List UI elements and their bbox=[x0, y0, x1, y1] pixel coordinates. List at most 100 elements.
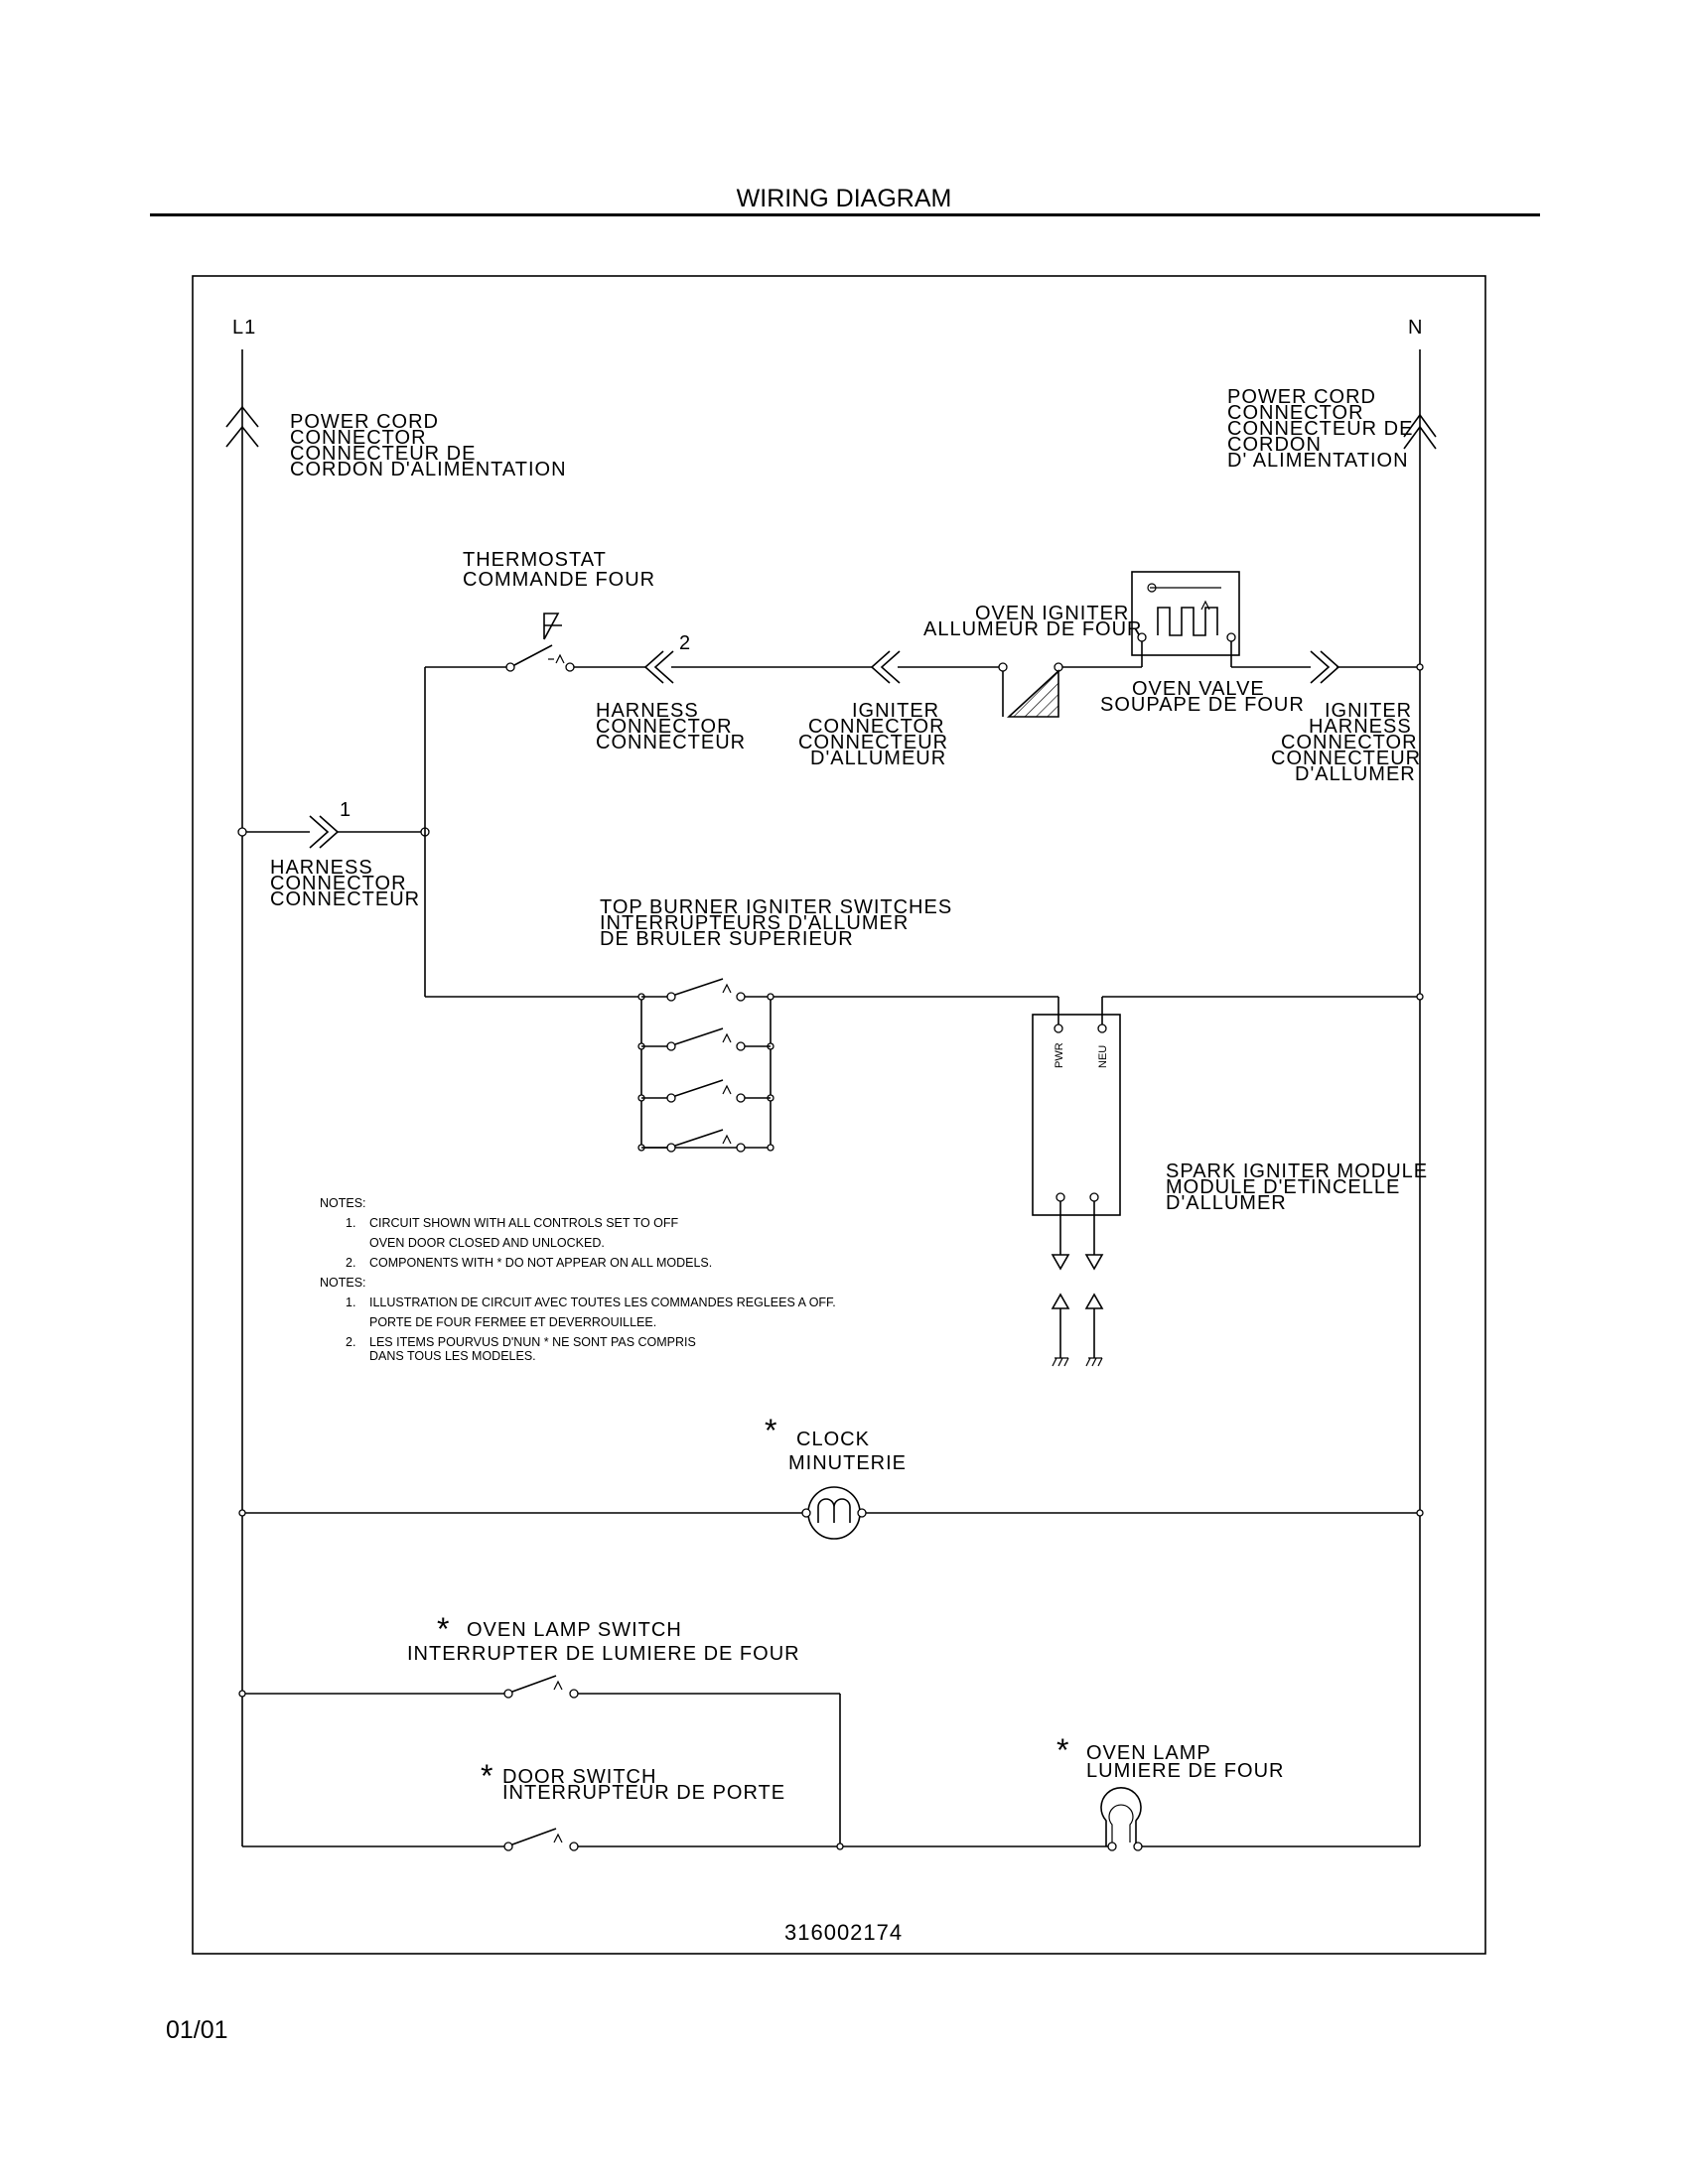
svg-text:CLOCK: CLOCK bbox=[796, 1429, 870, 1450]
svg-text:NOTES:: NOTES: bbox=[320, 1276, 366, 1290]
svg-text:INTERRUPTER DE LUMIERE DE FOUR: INTERRUPTER DE LUMIERE DE FOUR bbox=[407, 1643, 800, 1665]
connector-1-number: 1 bbox=[340, 799, 352, 821]
spark-igniter-module: PWR NEU bbox=[1032, 997, 1121, 1271]
harness-connector-left-label: HARNESS CONNECTOR CONNECTEUR bbox=[270, 857, 420, 910]
oven-lamp-switch-asterisk: * bbox=[437, 1611, 450, 1647]
terminal-l1: L1 bbox=[232, 317, 256, 339]
power-cord-connector-left-label: POWER CORD CONNECTOR CONNECTEUR DE CORDO… bbox=[290, 411, 567, 480]
svg-text:DE BRULER SUPERIEUR: DE BRULER SUPERIEUR bbox=[600, 928, 854, 950]
svg-text:D'ALLUMER: D'ALLUMER bbox=[1166, 1192, 1287, 1214]
svg-text:CONNECTEUR DE: CONNECTEUR DE bbox=[1227, 418, 1413, 440]
svg-text:PORTE DE FOUR FERMEE ET DEVERR: PORTE DE FOUR FERMEE ET DEVERROUILLEE. bbox=[369, 1315, 656, 1329]
clock-label: CLOCK MINUTERIE bbox=[788, 1429, 907, 1474]
page-title: WIRING DIAGRAM bbox=[736, 185, 952, 212]
svg-text:D' ALIMENTATION: D' ALIMENTATION bbox=[1227, 450, 1409, 472]
svg-text:D'ALLUMEUR: D'ALLUMEUR bbox=[810, 748, 946, 769]
module-neu-label: NEU bbox=[1097, 1045, 1109, 1068]
top-circuit bbox=[425, 663, 1424, 671]
oven-igniter-label: OVEN IGNITER ALLUMEUR DE FOUR bbox=[923, 603, 1142, 640]
svg-text:POWER CORD: POWER CORD bbox=[290, 411, 439, 433]
svg-text:LES ITEMS POURVUS D'NUN * NE S: LES ITEMS POURVUS D'NUN * NE SONT PAS CO… bbox=[369, 1335, 696, 1349]
power-cord-connector-right-label: POWER CORD CONNECTOR CONNECTEUR DE CORDO… bbox=[1227, 386, 1413, 472]
svg-text:OVEN LAMP SWITCH: OVEN LAMP SWITCH bbox=[467, 1619, 682, 1641]
svg-text:MODULE D'ETINCELLE: MODULE D'ETINCELLE bbox=[1166, 1176, 1400, 1198]
svg-text:1.: 1. bbox=[346, 1296, 355, 1309]
svg-text:HARNESS: HARNESS bbox=[1309, 716, 1412, 738]
notes-english: NOTES: 1. CIRCUIT SHOWN WITH ALL CONTROL… bbox=[320, 1196, 712, 1270]
svg-text:DANS TOUS LES MODELES.: DANS TOUS LES MODELES. bbox=[369, 1349, 536, 1363]
top-burner-switches-label: TOP BURNER IGNITER SWITCHES INTERRUPTEUR… bbox=[600, 896, 952, 950]
svg-text:COMPONENTS WITH * DO NOT APPEA: COMPONENTS WITH * DO NOT APPEAR ON ALL M… bbox=[369, 1256, 712, 1270]
svg-text:INTERRUPTEUR DE PORTE: INTERRUPTEUR DE PORTE bbox=[502, 1782, 785, 1804]
svg-text:CORDON: CORDON bbox=[1227, 434, 1322, 456]
svg-text:OVEN IGNITER: OVEN IGNITER bbox=[975, 603, 1129, 624]
top-burner-igniter-switches bbox=[425, 978, 1424, 1153]
part-number: 316002174 bbox=[784, 1920, 903, 1945]
harness-connector-top-label: HARNESS CONNECTOR CONNECTEUR bbox=[596, 700, 746, 753]
svg-text:CONNECTEUR: CONNECTEUR bbox=[1271, 748, 1421, 769]
oven-igniter-element bbox=[998, 662, 1063, 718]
oven-lamp-asterisk: * bbox=[1056, 1732, 1069, 1768]
svg-text:CIRCUIT SHOWN WITH ALL CONTROL: CIRCUIT SHOWN WITH ALL CONTROLS SET TO O… bbox=[369, 1216, 679, 1230]
svg-text:CONNECTOR: CONNECTOR bbox=[1281, 732, 1418, 753]
svg-text:NOTES:: NOTES: bbox=[320, 1196, 366, 1210]
svg-text:ILLUSTRATION DE CIRCUIT AVEC T: ILLUSTRATION DE CIRCUIT AVEC TOUTES LES … bbox=[369, 1296, 836, 1309]
svg-text:COMMANDE FOUR: COMMANDE FOUR bbox=[463, 569, 655, 591]
svg-text:D'ALLUMER: D'ALLUMER bbox=[1295, 763, 1416, 785]
svg-text:IGNITER: IGNITER bbox=[1325, 700, 1412, 722]
svg-text:HARNESS: HARNESS bbox=[596, 700, 699, 722]
svg-text:POWER CORD: POWER CORD bbox=[1227, 386, 1376, 408]
notes-french: NOTES: 1. ILLUSTRATION DE CIRCUIT AVEC T… bbox=[320, 1276, 836, 1363]
harness-connector-1 bbox=[237, 815, 430, 849]
thermostat-label: THERMOSTAT COMMANDE FOUR bbox=[463, 549, 655, 591]
svg-text:1.: 1. bbox=[346, 1216, 355, 1230]
svg-text:HARNESS: HARNESS bbox=[270, 857, 373, 879]
svg-text:CONNECTOR: CONNECTOR bbox=[596, 716, 733, 738]
n-rail bbox=[1403, 349, 1437, 1846]
thermostat-switch bbox=[505, 613, 575, 672]
svg-text:CONNECTEUR: CONNECTEUR bbox=[596, 732, 746, 753]
svg-text:CONNECTEUR: CONNECTEUR bbox=[270, 888, 420, 910]
door-switch-label: DOOR SWITCH INTERRUPTEUR DE PORTE bbox=[502, 1766, 785, 1804]
oven-lamp-label: OVEN LAMP LUMIERE DE FOUR bbox=[1086, 1742, 1284, 1782]
module-pwr-label: PWR bbox=[1054, 1042, 1065, 1068]
diagram-frame bbox=[192, 275, 1486, 1955]
svg-text:OVEN LAMP: OVEN LAMP bbox=[1086, 1742, 1211, 1764]
spark-electrodes bbox=[1051, 1293, 1104, 1367]
l1-rail bbox=[225, 349, 259, 1765]
svg-text:CONNECTEUR: CONNECTEUR bbox=[798, 732, 948, 753]
door-switch-asterisk: * bbox=[481, 1758, 493, 1794]
oven-lamp-switch-label: OVEN LAMP SWITCH INTERRUPTER DE LUMIERE … bbox=[407, 1619, 800, 1665]
terminal-n: N bbox=[1408, 317, 1423, 339]
svg-text:CONNECTOR: CONNECTOR bbox=[1227, 402, 1364, 424]
svg-text:MINUTERIE: MINUTERIE bbox=[788, 1452, 907, 1474]
svg-text:CONNECTOR: CONNECTOR bbox=[290, 427, 427, 449]
svg-text:INTERRUPTEURS D'ALLUMER: INTERRUPTEURS D'ALLUMER bbox=[600, 912, 909, 934]
title-rule bbox=[150, 213, 1540, 216]
igniter-connector-label: IGNITER CONNECTOR CONNECTEUR D'ALLUMEUR bbox=[798, 700, 948, 769]
svg-text:CONNECTOR: CONNECTOR bbox=[808, 716, 945, 738]
svg-text:TOP BURNER IGNITER SWITCHES: TOP BURNER IGNITER SWITCHES bbox=[600, 896, 952, 918]
spark-module-label: SPARK IGNITER MODULE MODULE D'ETINCELLE … bbox=[1166, 1160, 1427, 1214]
svg-text:ALLUMEUR DE FOUR: ALLUMEUR DE FOUR bbox=[923, 618, 1142, 640]
svg-text:LUMIERE DE FOUR: LUMIERE DE FOUR bbox=[1086, 1760, 1284, 1782]
harness-connector-2 bbox=[643, 650, 674, 684]
svg-text:CORDON D'ALIMENTATION: CORDON D'ALIMENTATION bbox=[290, 459, 567, 480]
burner-switch-2 bbox=[641, 1027, 771, 1051]
svg-text:IGNITER: IGNITER bbox=[852, 700, 939, 722]
clock-asterisk: * bbox=[765, 1413, 777, 1448]
oven-valve-label: OVEN VALVE SOUPAPE DE FOUR bbox=[1100, 678, 1304, 716]
igniter-connector bbox=[870, 650, 901, 684]
svg-text:THERMOSTAT: THERMOSTAT bbox=[463, 549, 607, 571]
svg-text:OVEN VALVE: OVEN VALVE bbox=[1132, 678, 1265, 700]
svg-text:2.: 2. bbox=[346, 1335, 355, 1349]
svg-text:2.: 2. bbox=[346, 1256, 355, 1270]
oven-lamp bbox=[1100, 1787, 1420, 1851]
connector-2-number: 2 bbox=[679, 632, 691, 654]
clock-circuit bbox=[238, 1486, 1424, 1540]
burner-switch-4 bbox=[641, 1129, 746, 1153]
burner-switch-1 bbox=[641, 978, 746, 1002]
page-code: 01/01 bbox=[166, 2016, 228, 2044]
oven-valve bbox=[1131, 571, 1240, 667]
